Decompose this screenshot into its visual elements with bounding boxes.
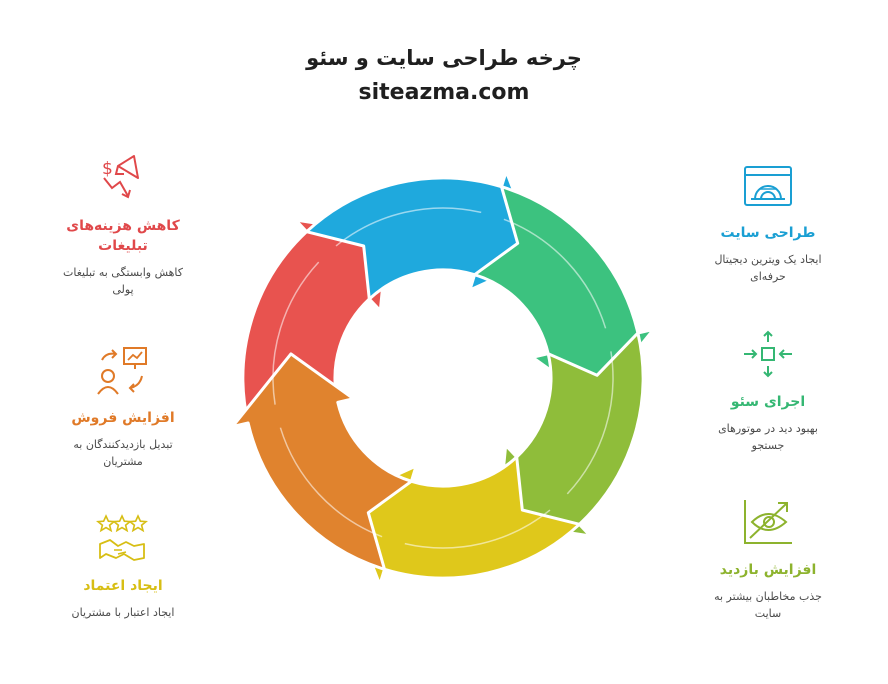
step-item-seo: اجرای سئو بهبود دید در موتورهای جستجو — [706, 392, 830, 454]
cycle-ring — [231, 169, 655, 587]
step-item-traffic: افزایش بازدید جذب مخاطبان بیشتر به سایت — [706, 560, 830, 622]
step-desc: بهبود دید در موتورهای جستجو — [718, 422, 818, 452]
cycle-arrow-highlight — [272, 261, 320, 405]
cycle-arrow-trust — [344, 455, 581, 587]
cycle-arrow-highlight — [279, 427, 383, 538]
diagram-title: چرخه طراحی سایت و سئو — [306, 46, 582, 70]
focus-arrows-icon — [744, 330, 792, 378]
cycle-arrow-highlight — [335, 207, 482, 247]
step-label: افزایش بازدید — [719, 562, 817, 578]
step-label: طراحی سایت — [720, 225, 816, 241]
cycle-arrow-website-design — [305, 169, 542, 301]
step-desc: ایجاد اعتبار با مشتریان — [71, 606, 175, 619]
step-desc: کاهش وابستگی به تبلیغات پولی — [62, 266, 184, 296]
step-item-ad-cost: کاهش هزینه‌های تبلیغات کاهش وابستگی به ت… — [56, 216, 190, 298]
cycle-arrow-traffic — [496, 331, 645, 538]
step-label: ایجاد اعتماد — [83, 578, 163, 594]
website-icon — [744, 166, 792, 206]
conversion-icon — [97, 347, 147, 395]
diagram-subtitle: siteazma.com — [358, 80, 530, 105]
eye-chart-icon — [744, 500, 792, 544]
cycle-arrow-highlight — [566, 351, 614, 495]
svg-text:$: $ — [102, 159, 113, 179]
cycle-arrow-highlight — [503, 218, 607, 329]
cycle-arrow-sales — [231, 352, 413, 571]
step-label: اجرای سئو — [730, 394, 806, 410]
cycle-arrow-highlight — [404, 509, 551, 549]
step-item-sales: افزایش فروش تبدیل بازدیدکنندگان به مشتری… — [56, 408, 190, 470]
step-desc: جذب مخاطبان بیشتر به سایت — [714, 590, 822, 620]
dollar-megaphone-icon: $ — [102, 155, 139, 199]
step-label: کاهش هزینه‌های تبلیغات — [66, 218, 180, 254]
step-item-website-design: طراحی سایت ایجاد یک ویترین دیجیتال حرفه‌… — [706, 223, 830, 285]
cycle-arrow-seo — [473, 185, 655, 404]
step-desc: ایجاد یک ویترین دیجیتال حرفه‌ای — [714, 253, 822, 283]
step-desc: تبدیل بازدیدکنندگان به مشتریان — [73, 438, 173, 468]
stars-handshake-icon — [96, 514, 148, 561]
step-label: افزایش فروش — [71, 410, 175, 426]
step-item-trust: ایجاد اعتماد ایجاد اعتبار با مشتریان — [56, 576, 190, 621]
